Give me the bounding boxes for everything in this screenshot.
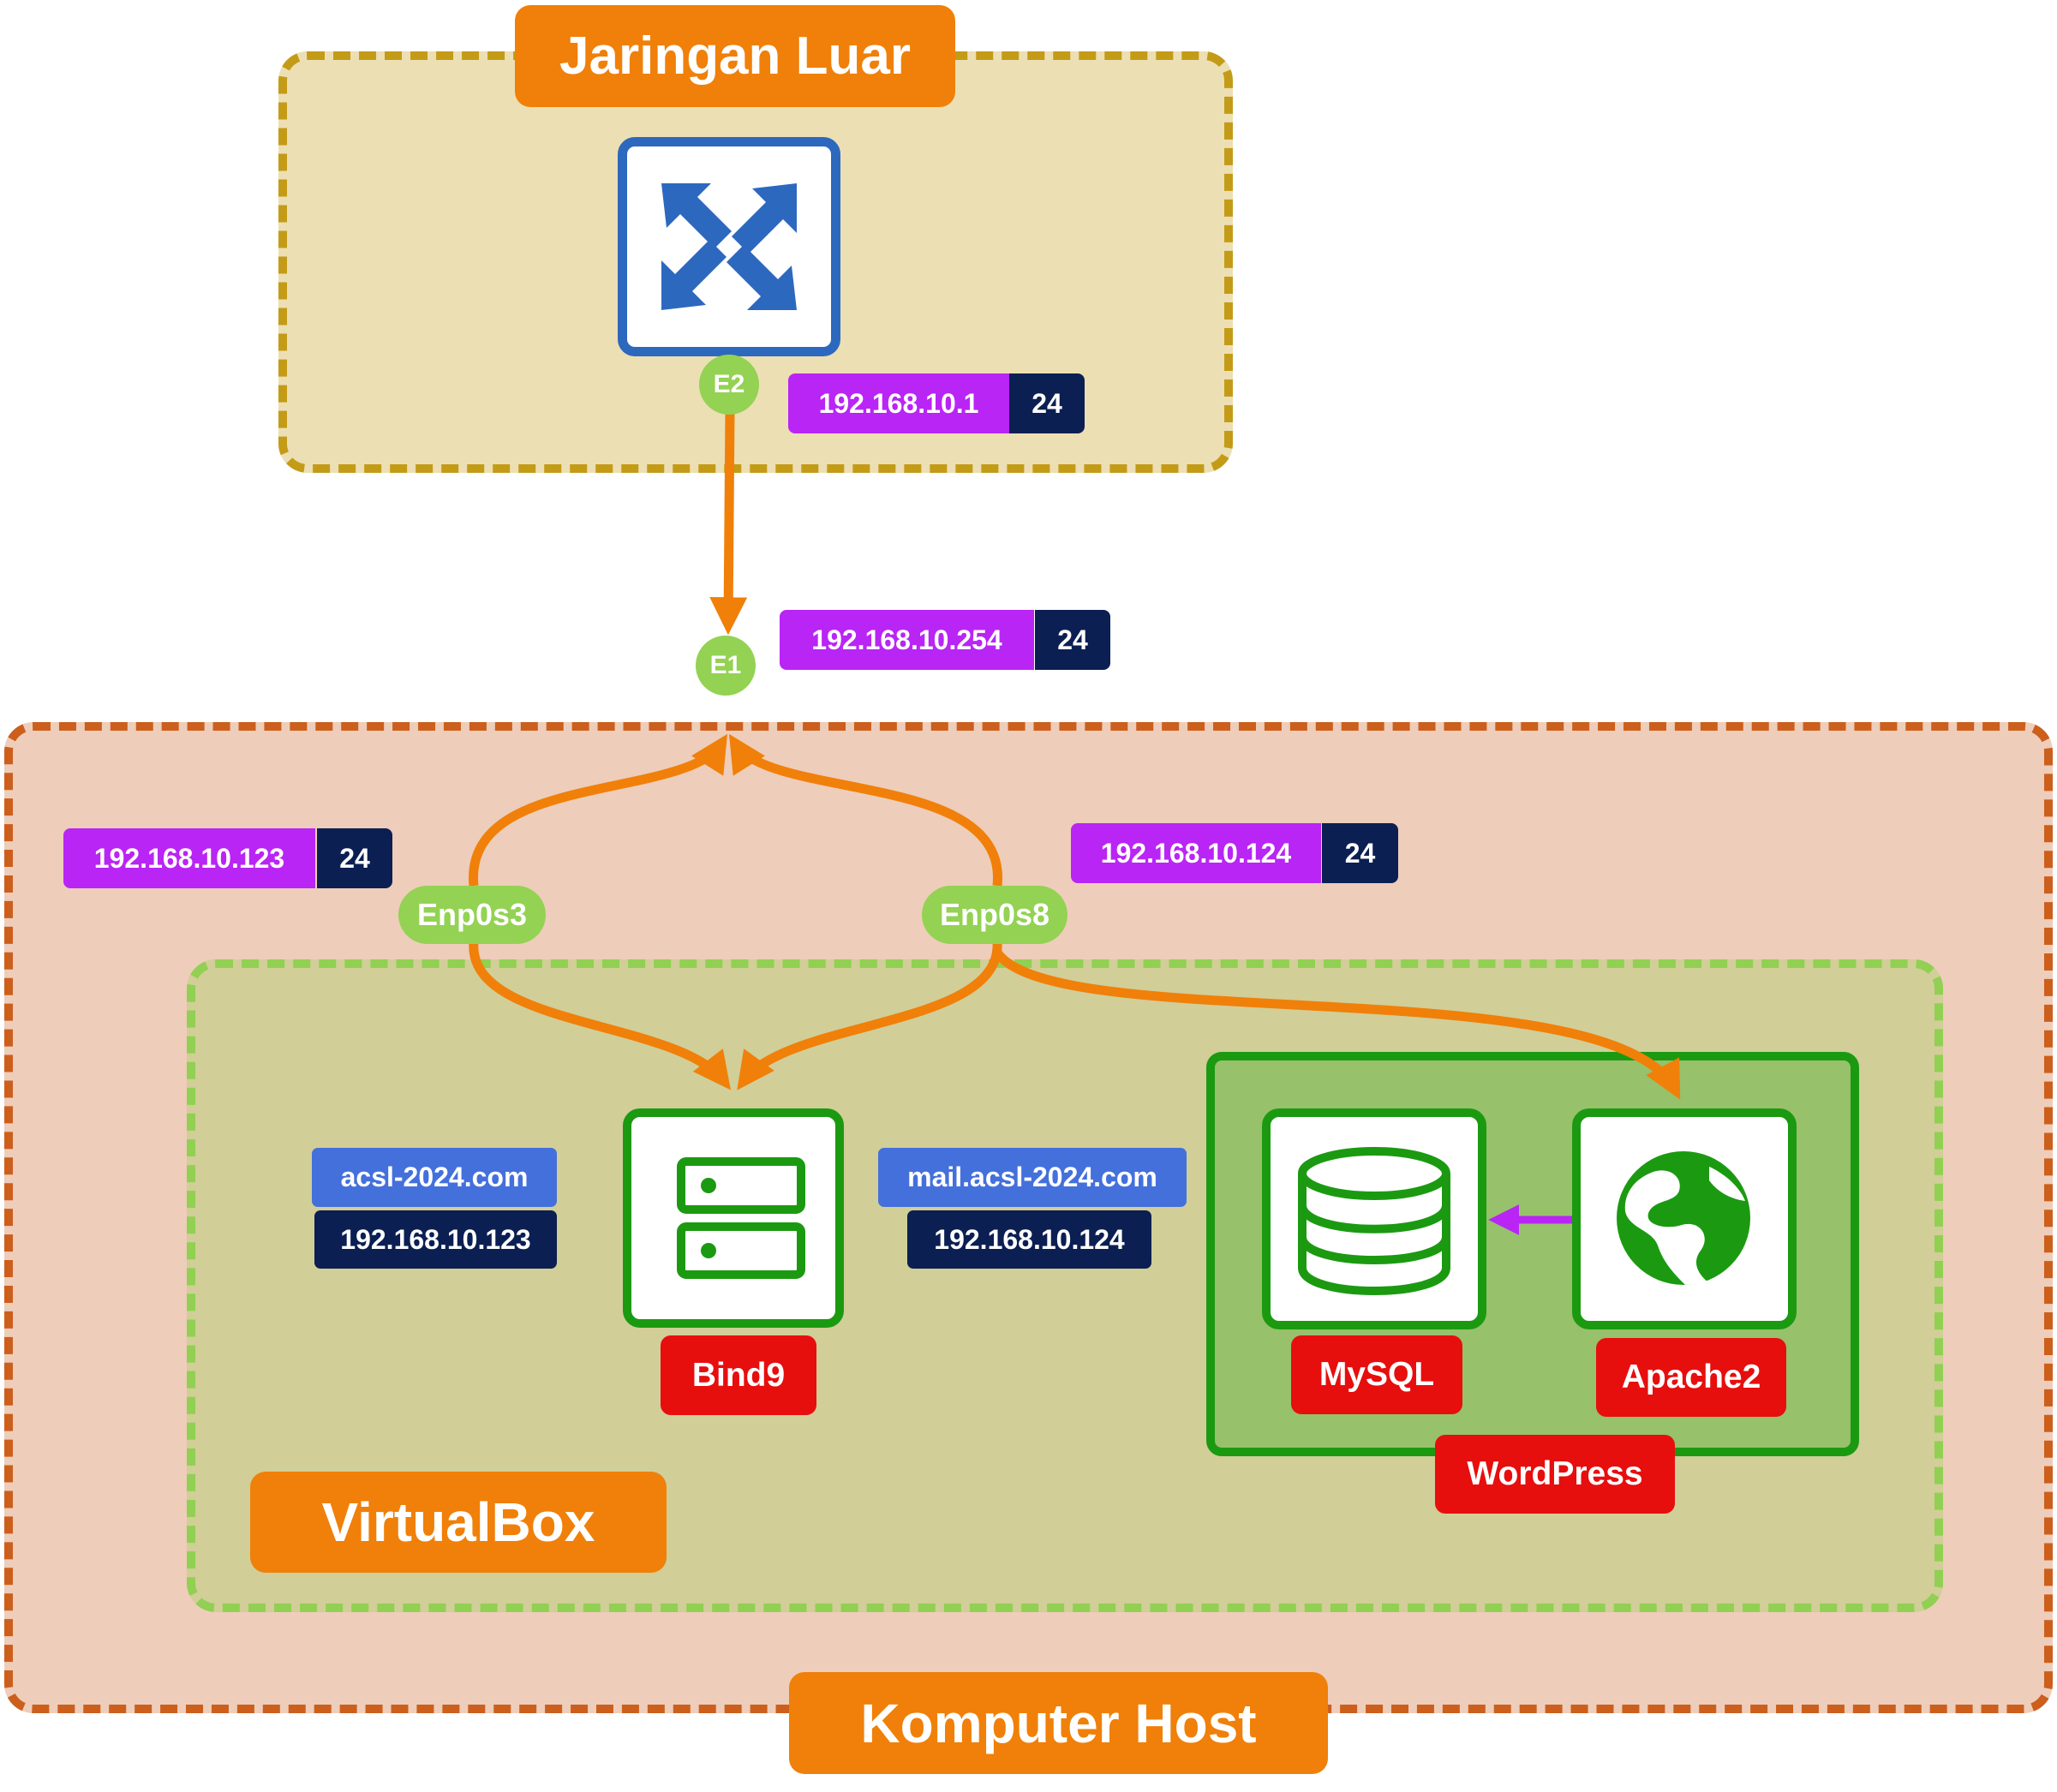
port-e1[interactable]: E1 bbox=[696, 636, 756, 696]
router-arrows-icon bbox=[661, 183, 797, 310]
link-enp0s3-to-e1 bbox=[469, 733, 728, 887]
jaringan-luar-title: Jaringan Luar bbox=[515, 5, 955, 107]
link-enp0s8-to-e1 bbox=[728, 733, 1002, 887]
link-enp0s3-to-bind9 bbox=[469, 941, 732, 1090]
mysql-node[interactable] bbox=[1262, 1108, 1486, 1329]
mask-label-e1: 24 bbox=[1035, 610, 1110, 670]
database-icon bbox=[1298, 1147, 1450, 1295]
link-enp0s8-to-apache2 bbox=[993, 949, 1681, 1100]
link-enp0s8-to-bind9 bbox=[737, 941, 1002, 1090]
mask-label-router: 24 bbox=[1009, 373, 1085, 433]
dns-domain-label: mail.acsl-2024.com bbox=[878, 1148, 1187, 1207]
port-e2[interactable]: E2 bbox=[699, 355, 759, 415]
ip-label-enp0s3: 192.168.10.123 bbox=[63, 828, 315, 888]
port-enp0s3[interactable]: Enp0s3 bbox=[398, 886, 546, 944]
dns-domain-label: acsl-2024.com bbox=[312, 1148, 557, 1207]
link-e2-to-e1 bbox=[709, 410, 748, 636]
server-icon bbox=[677, 1157, 805, 1279]
wordpress-label: WordPress bbox=[1435, 1435, 1675, 1514]
ip-label-router: 192.168.10.1 bbox=[788, 373, 1009, 433]
apache2-label: Apache2 bbox=[1596, 1338, 1786, 1417]
mask-label-enp0s3: 24 bbox=[317, 828, 392, 888]
globe-icon bbox=[1617, 1151, 1750, 1285]
komputer-host-title: Komputer Host bbox=[789, 1672, 1328, 1774]
port-enp0s8[interactable]: Enp0s8 bbox=[922, 886, 1067, 944]
apache2-node[interactable] bbox=[1572, 1108, 1797, 1329]
mask-label-enp0s8: 24 bbox=[1322, 823, 1398, 883]
dns-ip-label: 192.168.10.124 bbox=[907, 1210, 1151, 1269]
ip-label-e1: 192.168.10.254 bbox=[780, 610, 1034, 670]
ip-label-enp0s8: 192.168.10.124 bbox=[1071, 823, 1321, 883]
bind9-label: Bind9 bbox=[661, 1335, 816, 1415]
virtualbox-title: VirtualBox bbox=[250, 1472, 667, 1573]
dns-ip-label: 192.168.10.123 bbox=[314, 1210, 557, 1269]
mysql-label: MySQL bbox=[1291, 1335, 1462, 1414]
router-node[interactable] bbox=[618, 137, 840, 356]
bind9-node[interactable] bbox=[623, 1108, 844, 1328]
